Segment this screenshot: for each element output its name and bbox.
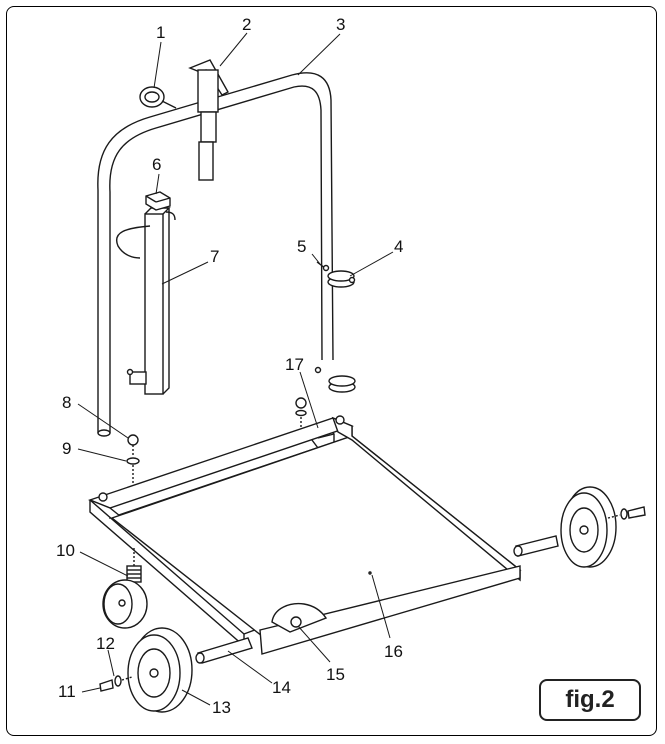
leader-lines	[77, 32, 394, 706]
callout-8: 8	[62, 393, 71, 412]
left-wheel-bolt	[99, 675, 133, 692]
callout-17: 17	[285, 355, 304, 374]
knob-screw	[139, 86, 177, 109]
right-axle	[513, 535, 559, 557]
right-wheel	[560, 486, 617, 568]
callout-5: 5	[297, 237, 306, 256]
callout-6: 6	[152, 155, 161, 174]
base-tray	[87, 415, 522, 655]
upright-post	[115, 207, 176, 395]
callout-4: 4	[394, 237, 403, 256]
caster-wheel	[102, 548, 148, 629]
left-wheel	[127, 627, 193, 713]
callout-9: 9	[62, 439, 71, 458]
callout-3: 3	[336, 15, 345, 34]
callout-12: 12	[96, 634, 115, 653]
callout-16: 16	[384, 642, 403, 661]
callout-10: 10	[56, 541, 75, 560]
callout-13: 13	[212, 698, 231, 717]
axle-plate	[271, 602, 328, 633]
clamp-screw	[316, 261, 330, 272]
callout-14: 14	[272, 678, 291, 697]
callout-11: 11	[58, 682, 76, 701]
post-cap	[145, 191, 171, 211]
handle-frame	[97, 72, 334, 437]
callouts: 1 2 3 4 5 6 7 8 9 10 11 12 13 14 15 16 1…	[56, 15, 403, 717]
clamp-upper	[327, 270, 356, 288]
hook-bracket	[188, 59, 229, 181]
callout-7: 7	[210, 247, 219, 266]
right-wheel-bolt	[607, 506, 646, 520]
clamp-lower	[314, 366, 356, 393]
left-axle	[195, 637, 253, 664]
callout-2: 2	[242, 15, 251, 34]
callout-15: 15	[326, 665, 345, 684]
figure-label: fig.2	[539, 679, 641, 721]
rear-bolt	[126, 434, 140, 490]
callout-1: 1	[156, 23, 165, 42]
